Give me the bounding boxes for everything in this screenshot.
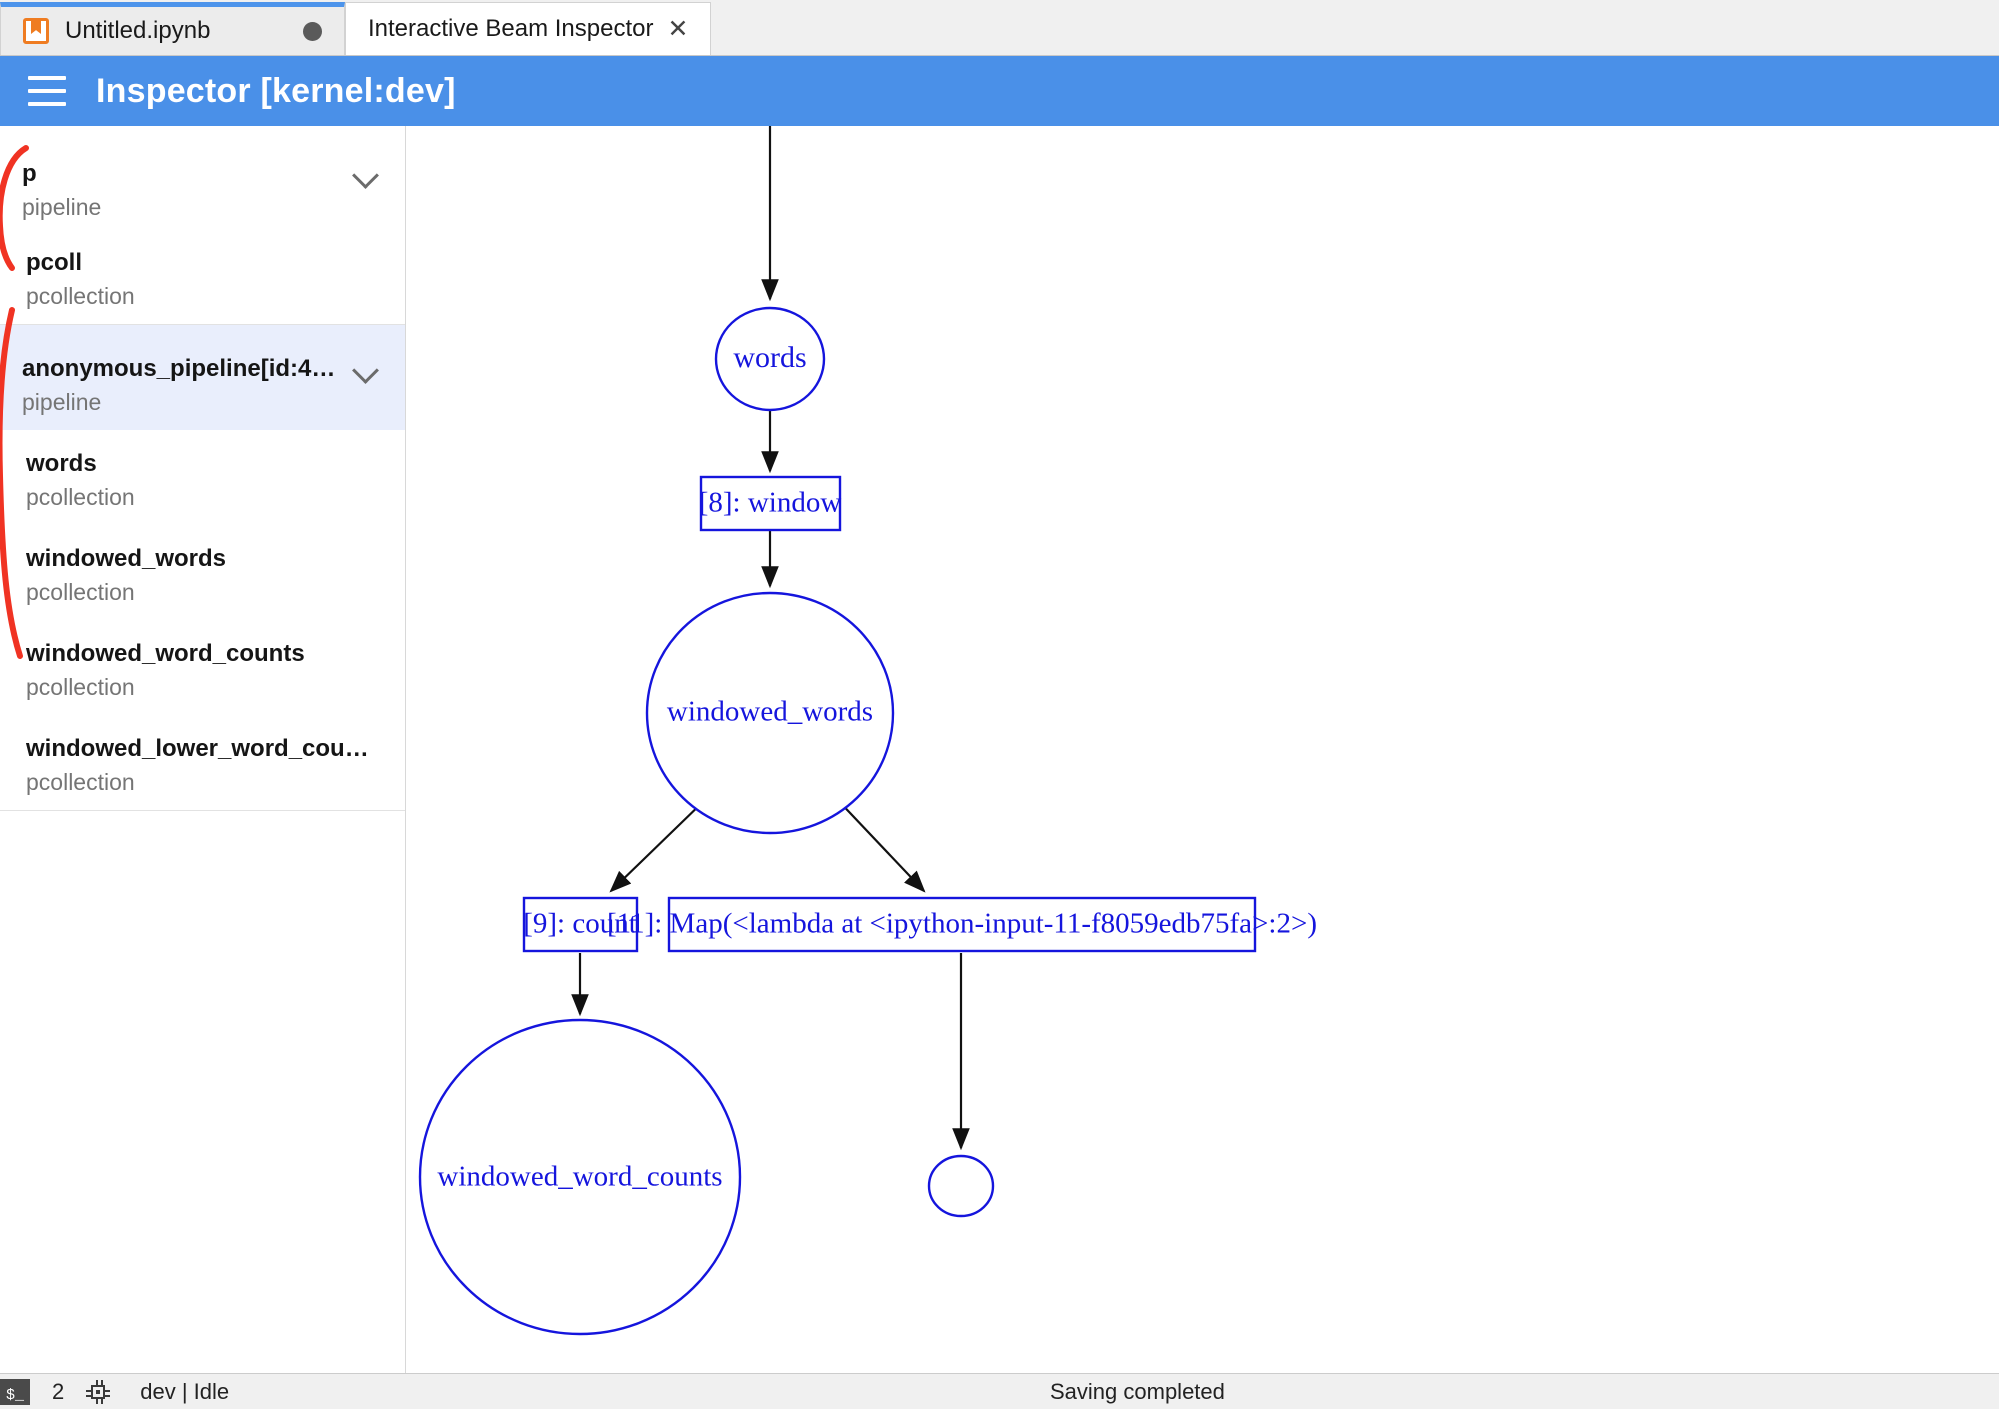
sidebar-item-label: pcoll — [26, 249, 83, 276]
unsaved-indicator-dot[interactable] — [303, 21, 322, 41]
sidebar-item-label: windowed_lower_word_counts — [26, 735, 379, 762]
node-label: words — [733, 341, 806, 374]
node-label: windowed_word_counts — [437, 1161, 722, 1193]
node-shape-box — [522, 896, 639, 953]
node-shape-ellipse — [645, 591, 895, 835]
page-title: Inspector [kernel:dev] — [96, 71, 456, 110]
notebook-icon — [23, 18, 49, 44]
sidebar-item-kind: pipeline — [22, 194, 102, 220]
node-shape-box — [667, 896, 1257, 953]
pipeline-graph-canvas[interactable]: words [8]: window windowed_words [9]: co… — [406, 126, 1999, 1373]
status-message: Saving completed — [1050, 1378, 1225, 1404]
chevron-down-icon[interactable] — [353, 161, 379, 187]
close-icon[interactable]: ✕ — [667, 14, 689, 43]
edge-windowed-words-to-map — [833, 795, 926, 893]
graph-node-windowed-word-counts[interactable]: windowed_word_counts — [418, 1018, 742, 1336]
sidebar-item-words[interactable]: words pcollection — [0, 430, 405, 525]
sidebar-item-label: anonymous_pipeline[id:44516… — [22, 355, 343, 382]
sidebar-item-kind: pipeline — [22, 389, 102, 415]
node-label: windowed_words — [667, 696, 873, 728]
sidebar-item-kind: pcollection — [26, 283, 135, 309]
chevron-down-icon[interactable] — [353, 356, 379, 382]
graph-node-map[interactable]: [11]: Map(<lambda at <ipython-input-11-f… — [607, 896, 1317, 953]
terminal-count: 2 — [52, 1378, 65, 1404]
graph-node-count[interactable]: [9]: count — [522, 896, 639, 953]
sidebar-item-windowed-words[interactable]: windowed_words pcollection — [0, 525, 405, 620]
sidebar-item-p[interactable]: p pipeline — [0, 126, 405, 235]
sidebar-item-windowed-word-counts[interactable]: windowed_word_counts pcollection — [0, 620, 405, 715]
graph-node-windowed-words[interactable]: windowed_words — [645, 591, 895, 835]
hamburger-icon[interactable] — [28, 76, 66, 106]
cpu-icon — [86, 1379, 111, 1404]
kernel-status[interactable]: dev | Idle — [140, 1378, 230, 1404]
node-shape-ellipse — [927, 1154, 995, 1218]
pipeline-graph-svg: words [8]: window windowed_words [9]: co… — [418, 126, 1317, 1336]
node-label: [8]: window — [699, 487, 842, 519]
inspector-header: Inspector [kernel:dev] — [0, 56, 1999, 126]
tab-interactive-beam-inspector[interactable]: Interactive Beam Inspector ✕ — [345, 2, 712, 55]
inspectables-sidebar: p pipeline pcoll pcollection anonymous_p… — [0, 126, 406, 1373]
sidebar-group-anonymous-pipeline: anonymous_pipeline[id:44516… pipeline wo… — [0, 325, 405, 811]
sidebar-item-kind: pcollection — [26, 769, 135, 795]
sidebar-item-label: p — [22, 160, 37, 187]
edge-windowed-words-to-count — [609, 795, 710, 893]
sidebar-item-kind: pcollection — [26, 674, 135, 700]
graph-node-words[interactable]: words — [714, 306, 826, 412]
node-label: [11]: Map(<lambda at <ipython-input-11-f… — [607, 908, 1317, 940]
tab-label: Untitled.ipynb — [65, 17, 211, 44]
sidebar-item-kind: pcollection — [26, 484, 135, 510]
status-bar: $_ 2 dev | Idle Saving completed — [0, 1373, 1999, 1409]
graph-node-window[interactable]: [8]: window — [699, 475, 842, 532]
terminal-icon[interactable]: $_ — [0, 1378, 30, 1405]
graph-edges — [571, 126, 970, 1151]
sidebar-item-anonymous-pipeline[interactable]: anonymous_pipeline[id:44516… pipeline — [0, 325, 405, 430]
node-shape-ellipse — [418, 1018, 742, 1336]
graph-node-lower-counts[interactable] — [927, 1154, 995, 1218]
node-label: [9]: count — [523, 908, 637, 940]
sidebar-item-label: words — [26, 450, 97, 477]
sidebar-item-label: windowed_words — [26, 545, 227, 572]
node-shape-ellipse — [714, 306, 826, 412]
sidebar-item-label: windowed_word_counts — [26, 640, 305, 667]
sidebar-item-pcoll[interactable]: pcoll pcollection — [0, 235, 405, 324]
workspace: p pipeline pcoll pcollection anonymous_p… — [0, 126, 1999, 1373]
tab-bar: Untitled.ipynb Interactive Beam Inspecto… — [0, 0, 1999, 56]
node-shape-box — [699, 475, 842, 532]
sidebar-item-windowed-lower-word-counts[interactable]: windowed_lower_word_counts pcollection — [0, 715, 405, 810]
tab-label: Interactive Beam Inspector — [368, 15, 654, 42]
sidebar-item-kind: pcollection — [26, 579, 135, 605]
sidebar-group-pipeline-p: p pipeline pcoll pcollection — [0, 126, 405, 325]
tab-untitled-ipynb[interactable]: Untitled.ipynb — [0, 2, 345, 55]
